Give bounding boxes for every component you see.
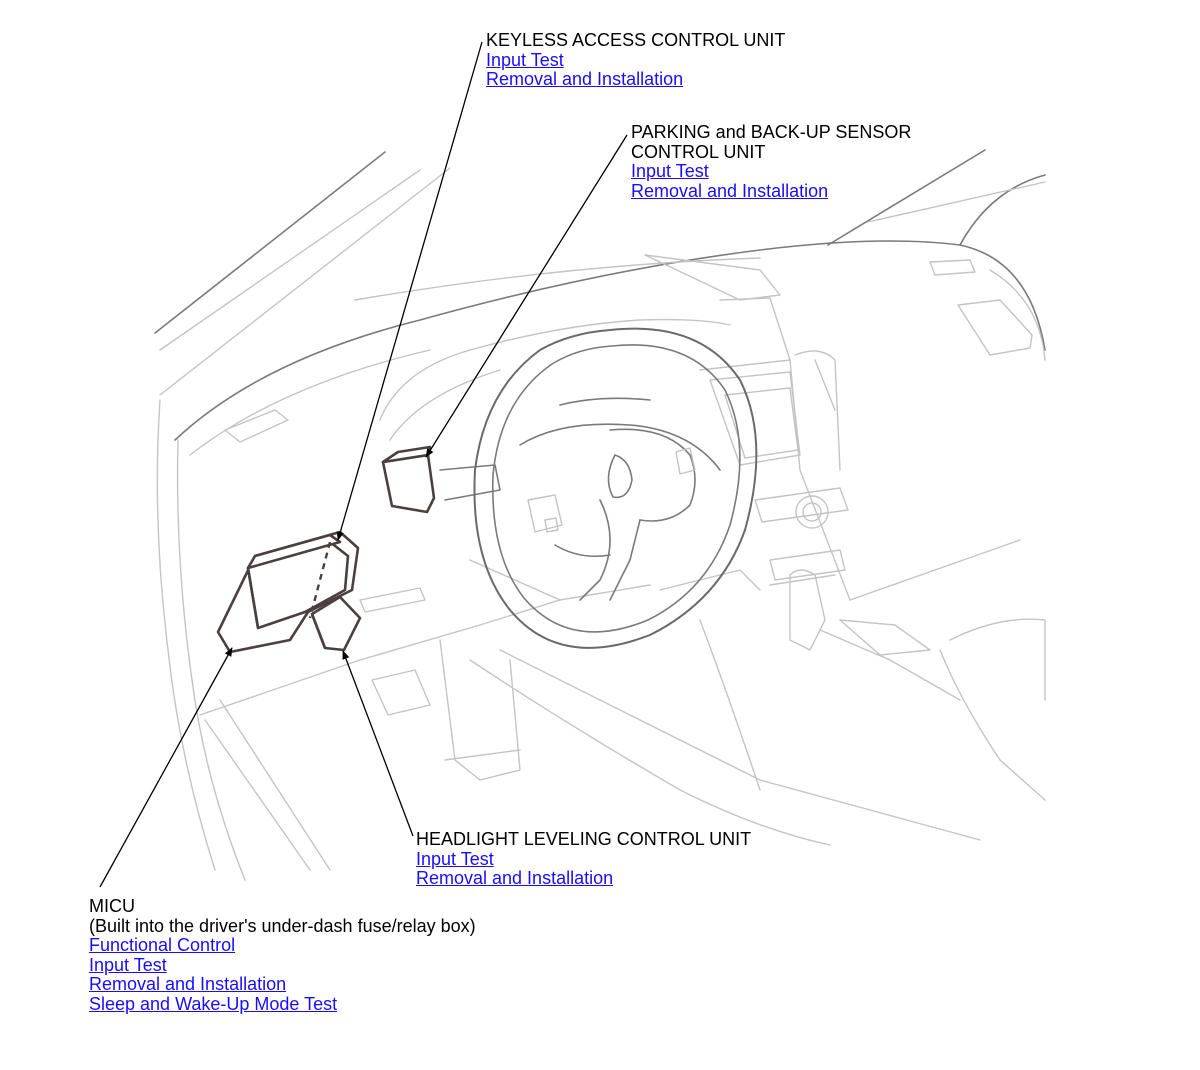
- keyless-removal-installation-link[interactable]: Removal and Installation: [486, 69, 684, 89]
- steering-column: [439, 464, 561, 601]
- micu-sleep-wakeup-test-link[interactable]: Sleep and Wake-Up Mode Test: [89, 993, 338, 1014]
- micu-input-test-link[interactable]: Input Test: [89, 954, 167, 975]
- leader-parking: [425, 134, 628, 458]
- parking-title: PARKING and BACK-UP SENSOR CONTROL UNIT: [631, 122, 912, 162]
- leader-headlight: [342, 650, 414, 837]
- callout-keyless-access-control-unit: KEYLESS ACCESS CONTROL UNIT Input Test R…: [486, 30, 786, 90]
- parking-sensor-unit: [381, 445, 436, 514]
- callout-headlight-leveling-control-unit: HEADLIGHT LEVELING CONTROL UNIT Input Te…: [416, 829, 752, 889]
- callout-parking-backup-sensor-control-unit: PARKING and BACK-UP SENSOR CONTROL UNIT …: [631, 122, 912, 201]
- headlight-input-test-link[interactable]: Input Test: [416, 848, 494, 869]
- headlight-title: HEADLIGHT LEVELING CONTROL UNIT: [416, 829, 752, 849]
- keyless-input-test-link[interactable]: Input Test: [486, 49, 564, 70]
- steering-wheel: [473, 327, 758, 649]
- headlight-leveling-unit: [310, 595, 362, 652]
- door-panel: [156, 399, 331, 881]
- leader-lines: [99, 41, 628, 888]
- parking-removal-installation-link[interactable]: Removal and Installation: [631, 180, 829, 201]
- headlight-removal-installation-link[interactable]: Removal and Installation: [416, 868, 614, 888]
- instrument-hood: [379, 254, 781, 441]
- micu-functional-control-link[interactable]: Functional Control: [89, 935, 236, 955]
- micu-fuse-box: [216, 530, 360, 654]
- windshield-frame: [154, 149, 1046, 396]
- leader-keyless: [336, 41, 483, 541]
- micu-subtitle: (Built into the driver's under-dash fuse…: [89, 915, 476, 936]
- dashboard-top: [174, 240, 1046, 456]
- micu-removal-installation-link[interactable]: Removal and Installation: [89, 974, 287, 994]
- leader-micu: [99, 647, 233, 888]
- callout-micu: MICU (Built into the driver's under-dash…: [89, 896, 476, 1014]
- center-console: [699, 297, 1046, 801]
- micu-title: MICU: [89, 896, 135, 916]
- keyless-title: KEYLESS ACCESS CONTROL UNIT: [486, 30, 786, 50]
- lower-dash: [199, 569, 981, 846]
- parking-input-test-link[interactable]: Input Test: [631, 161, 709, 181]
